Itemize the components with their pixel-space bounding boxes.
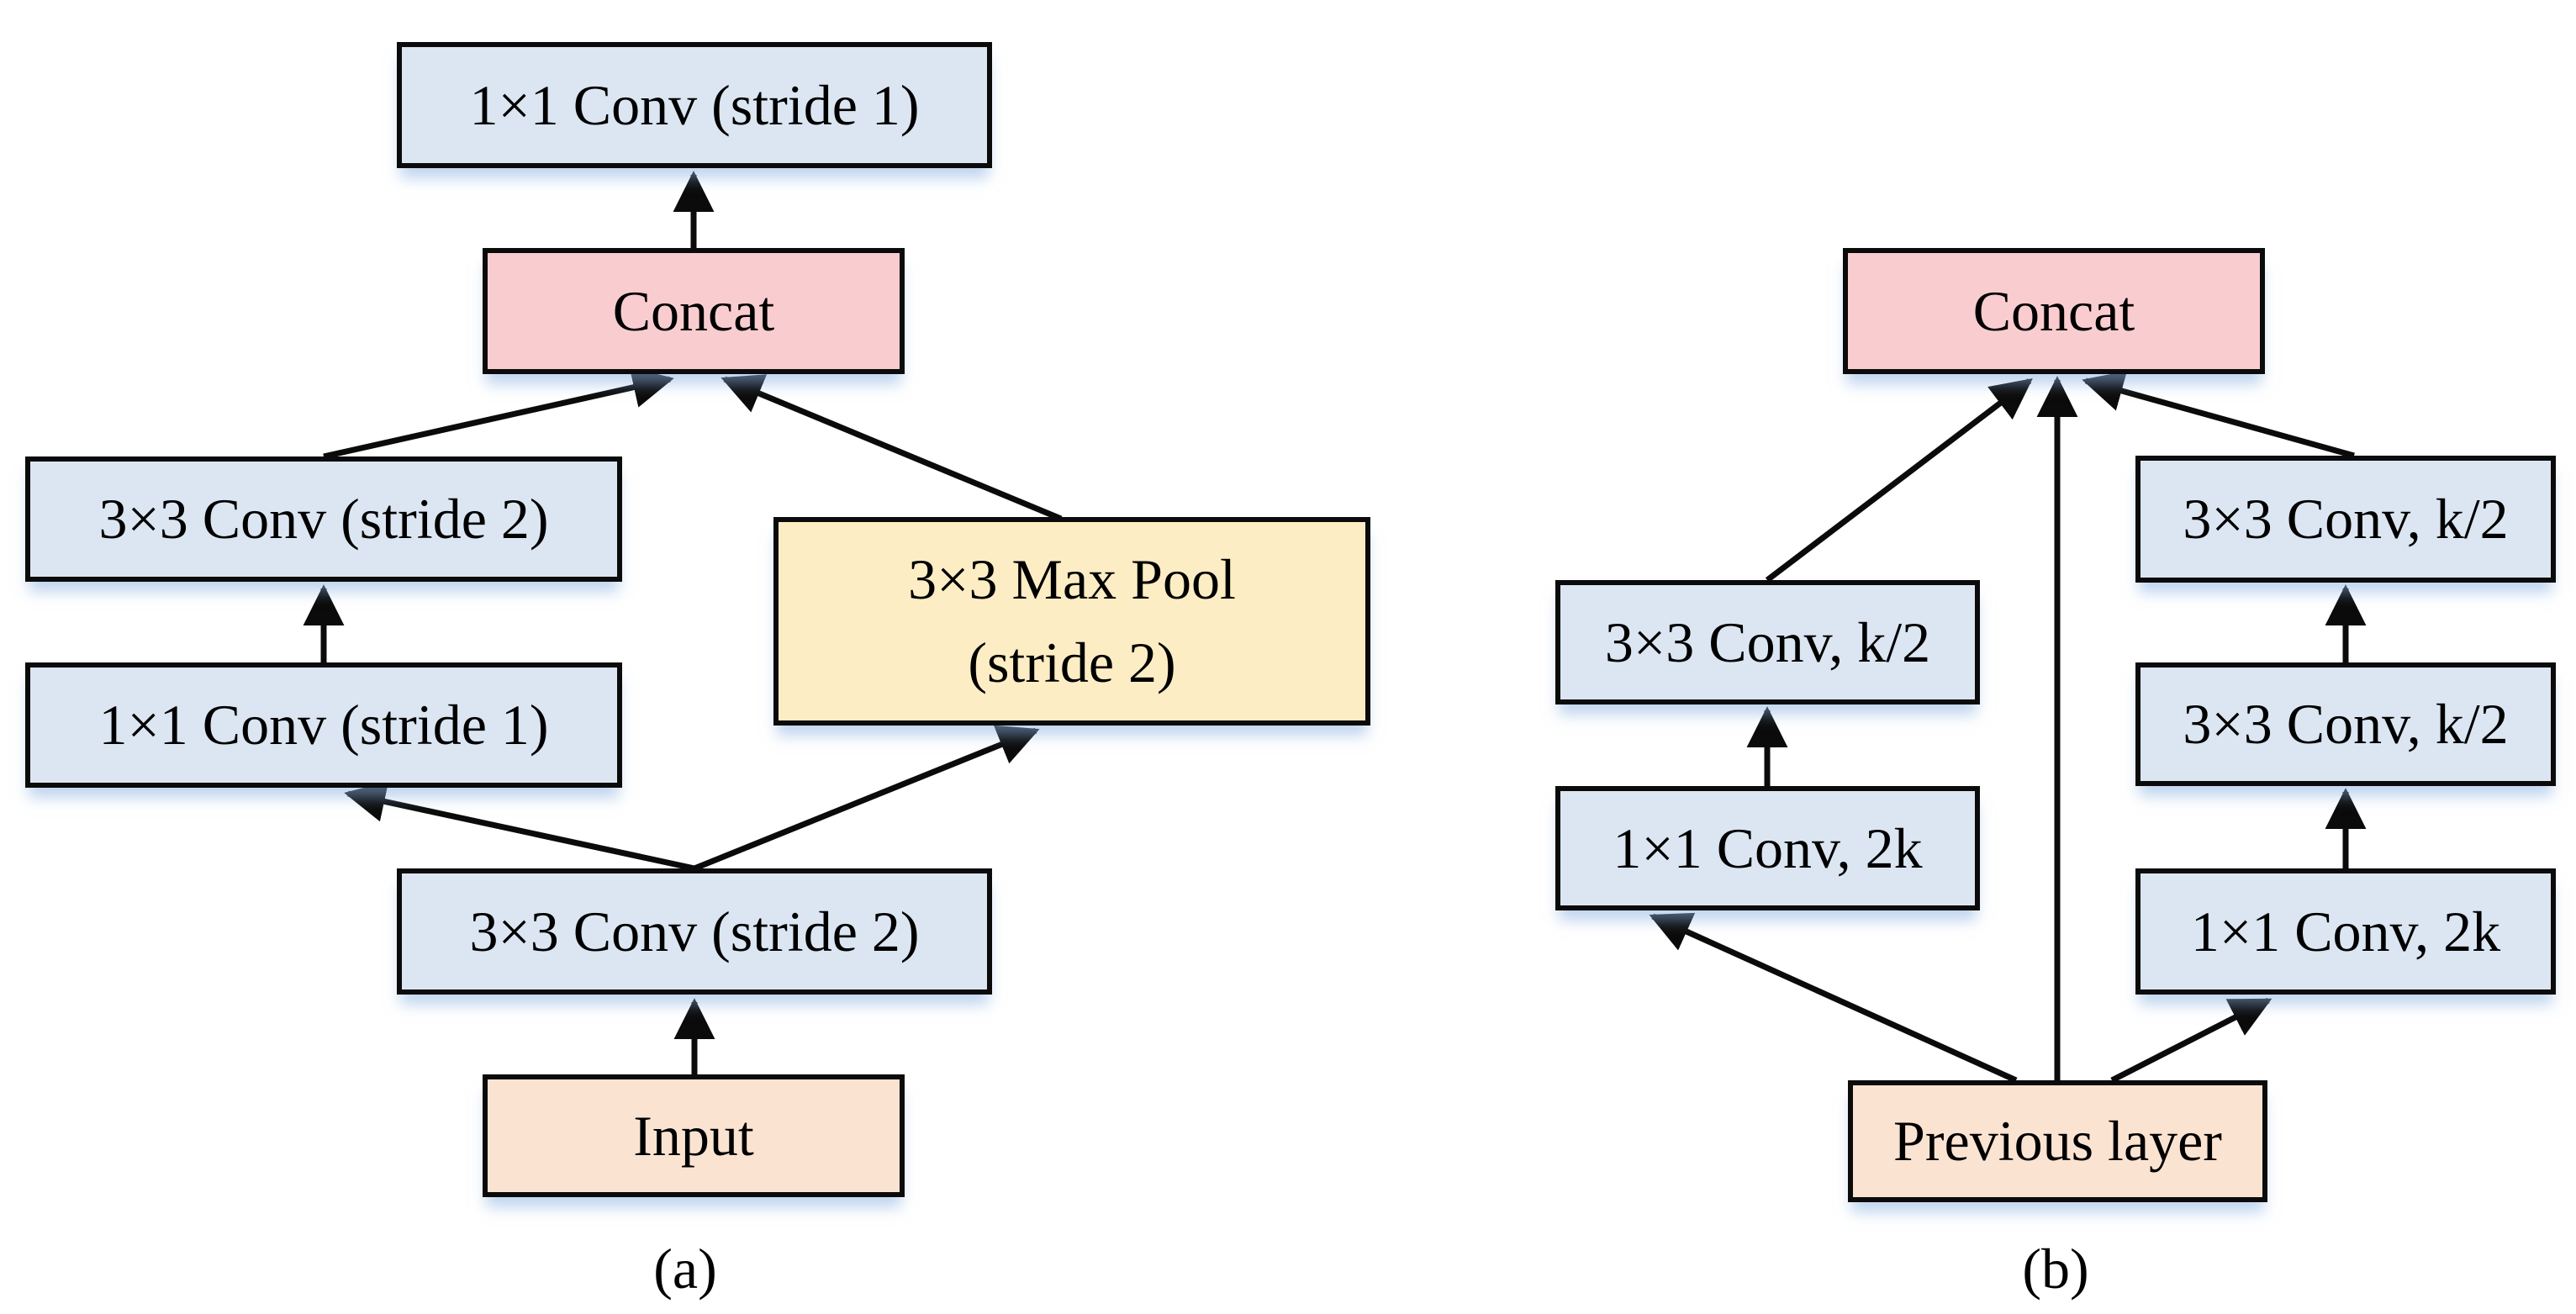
label-panel-a: (a) (653, 1237, 717, 1301)
node-a-input: Input (483, 1074, 905, 1197)
node-b-conv3x3-k2-right-top: 3×3 Conv, k/2 (2135, 456, 2556, 583)
node-b-previous-layer: Previous layer (1848, 1080, 2267, 1202)
arrow-b-previous-to-left-bottleneck (1649, 912, 2018, 1084)
node-a-maxpool-3x3: 3×3 Max Pool (stride 2) (773, 517, 1370, 726)
arrow-a-maxpool-to-concat (721, 374, 1063, 522)
node-b-conv1x1-2k-right: 1×1 Conv, 2k (2135, 868, 2556, 995)
arrow-a-stem-to-maxpool (693, 725, 1040, 872)
node-b-conv3x3-k2-left: 3×3 Conv, k/2 (1555, 580, 1980, 704)
arrow-b-right-top-to-concat (2082, 371, 2355, 459)
node-a-output-conv-1x1: 1×1 Conv (stride 1) (397, 42, 992, 168)
node-a-conv1x1-stride1-left: 1×1 Conv (stride 1) (25, 662, 622, 788)
arrow-a-stem-to-left-bottleneck (344, 781, 695, 872)
node-a-stem-conv-3x3: 3×3 Conv (stride 2) (397, 868, 992, 995)
label-panel-b: (b) (2022, 1237, 2089, 1301)
arrow-b-previous-to-right-bottleneck (2110, 997, 2272, 1084)
arrow-b-left-conv-to-concat (1765, 378, 2033, 583)
node-b-conv3x3-k2-right-mid: 3×3 Conv, k/2 (2135, 662, 2556, 786)
node-b-conv1x1-2k-left: 1×1 Conv, 2k (1555, 786, 1980, 910)
node-a-conv3x3-stride2-left: 3×3 Conv (stride 2) (25, 456, 622, 582)
arrow-a-left-conv-to-concat (323, 367, 674, 460)
node-a-concat: Concat (483, 248, 905, 374)
node-b-concat: Concat (1843, 248, 2265, 374)
